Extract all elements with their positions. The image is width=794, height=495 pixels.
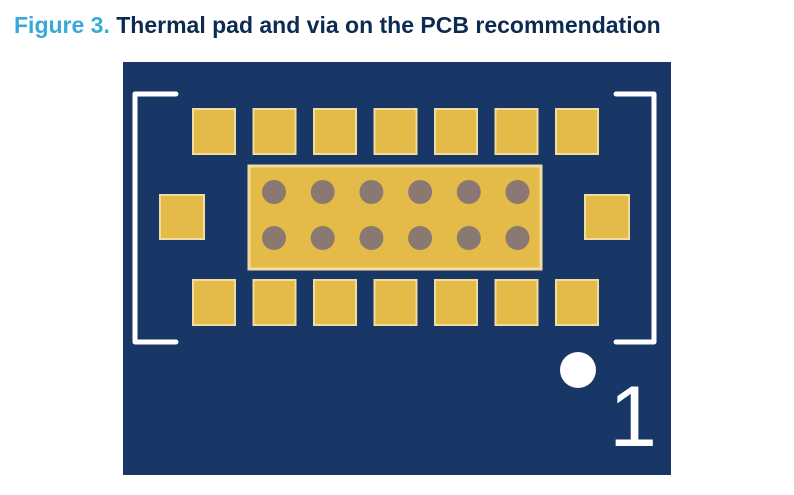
side-pad-right: [584, 194, 630, 240]
silkscreen-left-bracket: [132, 91, 179, 345]
thermal-via: [359, 180, 384, 204]
thermal-via: [262, 226, 286, 250]
bottom-pad: [373, 279, 418, 326]
thermal-via: [262, 180, 286, 204]
bottom-pad: [434, 279, 478, 326]
top-pad: [192, 108, 236, 155]
top-pad: [313, 108, 357, 155]
bottom-pad: [252, 279, 297, 326]
top-pad: [434, 108, 478, 155]
bottom-pad: [192, 279, 236, 326]
thermal-via: [456, 180, 481, 204]
thermal-pad: [247, 164, 543, 271]
side-pads: [159, 194, 630, 240]
silkscreen-right-bracket-line: [613, 91, 657, 345]
figure-caption: Figure 3. Thermal pad and via on the PCB…: [14, 12, 661, 39]
thermal-via: [310, 226, 335, 250]
top-pad: [494, 108, 539, 155]
thermal-via: [408, 226, 433, 250]
silkscreen-left-bracket-line: [132, 91, 179, 345]
pin1-marker-dot: [560, 352, 596, 388]
thermal-via: [359, 226, 384, 250]
thermal-pad-group: [247, 164, 543, 271]
thermal-via: [505, 226, 530, 250]
thermal-via: [456, 226, 481, 250]
thermal-via: [505, 180, 530, 204]
pcb-footprint-diagram: 1: [123, 62, 671, 475]
top-pad: [373, 108, 418, 155]
bottom-pad: [494, 279, 539, 326]
top-pad: [555, 108, 599, 155]
thermal-via: [408, 180, 433, 204]
bottom-pad: [555, 279, 599, 326]
top-pad-row: [192, 108, 599, 155]
bottom-pad: [313, 279, 357, 326]
side-pad-left: [159, 194, 205, 240]
figure-number: Figure 3.: [14, 12, 110, 38]
pin1-label: 1: [609, 369, 657, 465]
top-pad: [252, 108, 297, 155]
bottom-pad-row: [192, 279, 599, 326]
thermal-via: [310, 180, 335, 204]
figure-title: Thermal pad and via on the PCB recommend…: [116, 12, 661, 38]
silkscreen-right-bracket: [613, 91, 657, 345]
